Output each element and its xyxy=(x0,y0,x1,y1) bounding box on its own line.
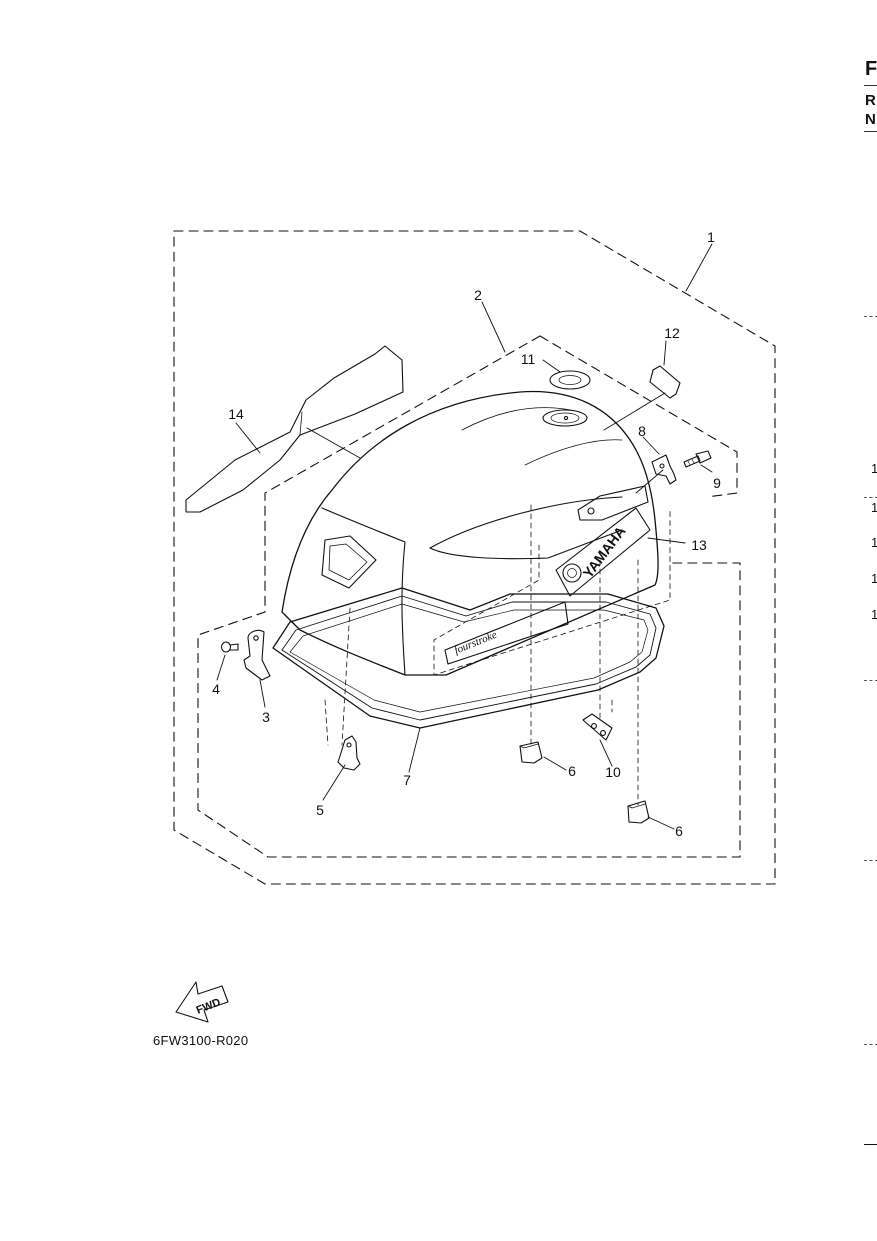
callout-9: 9 xyxy=(713,475,721,491)
part-13-yamaha-decal xyxy=(555,507,651,597)
leader-lines xyxy=(216,243,713,830)
part-3-hook xyxy=(243,629,271,681)
part-6-grommet-b xyxy=(627,800,650,824)
callout-12: 12 xyxy=(664,325,680,341)
diagram-code: 6FW3100-R020 xyxy=(153,1033,249,1048)
part-10-bracket xyxy=(582,713,613,741)
edge-number: 1 xyxy=(871,535,877,550)
callout-2: 2 xyxy=(474,287,482,303)
edge-rule xyxy=(864,85,877,86)
part-12-plate xyxy=(649,365,681,399)
edge-number: 1 xyxy=(871,500,877,515)
edge-number: 1 xyxy=(871,461,877,476)
part-11-cap xyxy=(549,370,591,390)
fwd-arrow-icon xyxy=(175,981,229,1023)
callout-1: 1 xyxy=(707,229,715,245)
part-9-bolt xyxy=(683,450,712,468)
hidden-lines xyxy=(324,504,671,806)
assembly-boundary-1 xyxy=(173,230,776,885)
callout-6: 6 xyxy=(568,763,576,779)
side-decal xyxy=(444,601,569,665)
edge-number: 1 xyxy=(871,571,877,586)
callout-8: 8 xyxy=(638,423,646,439)
edge-rule xyxy=(864,131,877,132)
callout-6: 6 xyxy=(675,823,683,839)
callout-13: 13 xyxy=(691,537,707,553)
part-4-screw xyxy=(220,641,239,653)
callout-11: 11 xyxy=(521,351,536,367)
edge-row-1: R xyxy=(865,92,876,109)
callout-4: 4 xyxy=(212,681,220,697)
callout-10: 10 xyxy=(605,764,621,780)
edge-dash xyxy=(864,860,877,861)
part-8-bracket xyxy=(651,454,677,485)
edge-heading: F xyxy=(865,58,877,80)
callout-5: 5 xyxy=(316,802,324,818)
callout-14: 14 xyxy=(228,406,244,422)
callout-3: 3 xyxy=(262,709,270,725)
edge-dash xyxy=(864,1044,877,1045)
edge-row-2: N xyxy=(865,111,876,128)
part-5-hook xyxy=(337,735,361,771)
side-decal-text: fourstroke xyxy=(453,629,499,657)
part-7-seal xyxy=(272,587,665,729)
edge-dash xyxy=(864,680,877,681)
edge-dash xyxy=(864,497,877,498)
edge-rule xyxy=(864,1144,877,1145)
part-14-cushion xyxy=(185,345,404,513)
edge-dash xyxy=(864,316,877,317)
edge-number: 1 xyxy=(871,607,877,622)
part-6-grommet-a xyxy=(519,741,543,764)
brand-decal-text: YAMAHA xyxy=(580,523,629,581)
assembly-boundary-2 xyxy=(197,335,741,858)
part-2-top-cowling xyxy=(281,390,659,676)
callout-7: 7 xyxy=(403,772,411,788)
